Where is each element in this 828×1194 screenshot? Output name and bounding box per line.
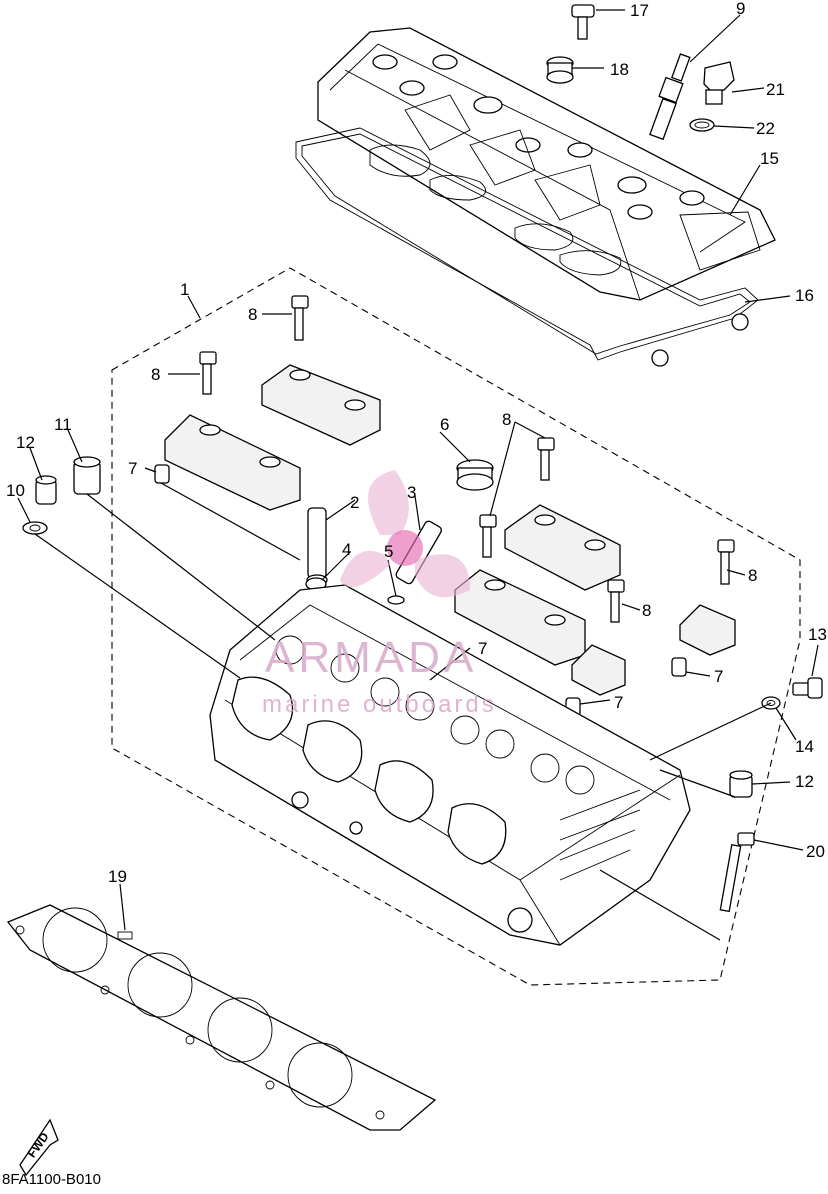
sleeve-11 bbox=[73, 456, 101, 495]
camshaft-cap-left-upper bbox=[261, 364, 381, 446]
cylinder-head bbox=[209, 584, 691, 946]
leader-lines bbox=[17, 9, 819, 941]
grommet-18 bbox=[546, 56, 574, 84]
callout-labels: 1 2 3 4 5 6 7 7 7 7 8 8 8 8 8 9 10 11 12… bbox=[6, 0, 827, 886]
callout-17: 17 bbox=[630, 1, 649, 20]
fwd-arrow-icon: FWD bbox=[19, 1118, 59, 1177]
callout-2: 2 bbox=[350, 493, 359, 512]
spark-plug-9 bbox=[649, 53, 691, 141]
o-ring-22 bbox=[689, 118, 715, 132]
cap-12-right bbox=[729, 770, 753, 798]
callout-13: 13 bbox=[808, 625, 827, 644]
callout-6: 6 bbox=[440, 415, 449, 434]
callout-12b: 12 bbox=[795, 772, 814, 791]
callout-10: 10 bbox=[6, 481, 25, 500]
cap-12-left bbox=[35, 475, 57, 505]
cylinder-head-cover bbox=[317, 27, 776, 301]
camshaft-cap-left-lower bbox=[164, 414, 301, 511]
callout-9: 9 bbox=[736, 0, 745, 18]
washer-10 bbox=[22, 521, 48, 535]
callout-8c: 8 bbox=[502, 410, 511, 429]
callout-22: 22 bbox=[756, 119, 775, 138]
callout-19: 19 bbox=[108, 867, 127, 886]
callout-8e: 8 bbox=[642, 601, 651, 620]
camshaft-cap-right-upper bbox=[504, 504, 621, 591]
valve-seal-5 bbox=[387, 595, 405, 605]
watermark-brand: ARMADA bbox=[265, 633, 477, 682]
callout-1: 1 bbox=[180, 280, 189, 299]
assembly-1-boundary bbox=[111, 267, 801, 986]
valve-guide-2 bbox=[306, 507, 328, 586]
callout-7d: 7 bbox=[614, 693, 623, 712]
cover-bolt-17 bbox=[571, 4, 595, 40]
callout-3: 3 bbox=[407, 483, 416, 502]
watermark-tagline: marine outboards bbox=[262, 691, 497, 718]
callout-16: 16 bbox=[795, 286, 814, 305]
callout-7a: 7 bbox=[128, 459, 137, 478]
callout-20: 20 bbox=[806, 842, 825, 861]
watermark: ARMADA marine outboards bbox=[262, 470, 497, 718]
cap-bolt-8 bbox=[199, 295, 735, 623]
drawing-code: 8FA1100-B010 bbox=[2, 1171, 101, 1188]
head-cover-gasket bbox=[295, 127, 759, 367]
callout-12a: 12 bbox=[16, 433, 35, 452]
callout-8d: 8 bbox=[748, 566, 757, 585]
callout-7c: 7 bbox=[714, 667, 723, 686]
cylinder-head-gasket bbox=[6, 904, 437, 1131]
callout-4: 4 bbox=[342, 540, 351, 559]
callout-21: 21 bbox=[766, 80, 785, 99]
plug-6 bbox=[456, 459, 494, 491]
dowel-pin-7 bbox=[154, 464, 687, 717]
callout-8b: 8 bbox=[151, 365, 160, 384]
callout-8a: 8 bbox=[248, 305, 257, 324]
callout-5: 5 bbox=[384, 542, 393, 561]
union-bolt-13 bbox=[792, 677, 823, 699]
callout-11: 11 bbox=[54, 415, 72, 434]
callout-18: 18 bbox=[610, 60, 629, 79]
callout-14: 14 bbox=[795, 737, 814, 756]
camshaft-cap-end-right bbox=[571, 604, 736, 696]
callout-15: 15 bbox=[760, 149, 779, 168]
callout-7b: 7 bbox=[478, 639, 487, 658]
head-bolt-20 bbox=[719, 832, 755, 913]
breather-fitting-21 bbox=[703, 61, 735, 105]
